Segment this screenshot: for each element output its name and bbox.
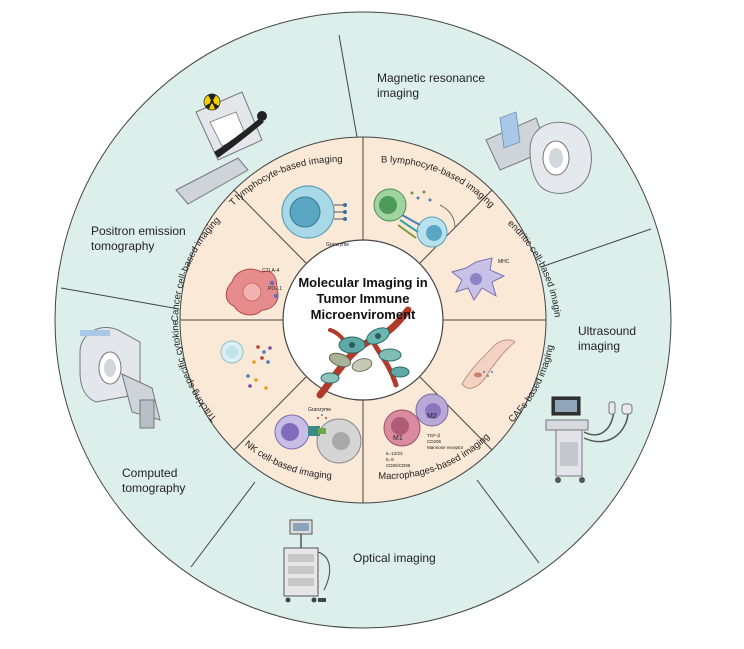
cancer-cell-icon <box>225 268 279 316</box>
m1-marker-3: CD80/CD86 <box>386 463 411 468</box>
ultrasound-machine-icon <box>545 396 633 483</box>
dendritic-cell-icon <box>450 257 506 301</box>
optical-label: Optical imaging <box>353 551 436 565</box>
mri-label-line1: Magnetic resonance <box>377 71 485 85</box>
outer-ring-dividers <box>60 34 652 568</box>
m2-marker-1: TGF-β <box>427 433 440 438</box>
tumor-microenvironment-icon <box>316 306 412 399</box>
m2-marker-2: CD206 <box>427 439 442 444</box>
nk-cell-icon <box>274 414 362 464</box>
granzyme-t-label: Granzyme <box>326 242 349 248</box>
macrophage-icon <box>383 393 449 447</box>
center-title-line3: Microenviroment <box>311 307 416 322</box>
center-title-line1: Molecular Imaging in <box>298 275 427 290</box>
ct-scanner-icon <box>79 327 161 429</box>
ctla4-label: CTLA-4 <box>262 268 279 274</box>
ultrasound-label-line2: imaging <box>578 339 620 353</box>
m1-marker-1: IL-12/23 <box>386 451 403 456</box>
t-lymphocyte-icon <box>281 185 347 239</box>
caf-cell-icon <box>461 339 516 389</box>
cytokine-icon <box>220 340 272 390</box>
pet-label-line1: Positron emission <box>91 224 186 238</box>
mhc-label: MHC <box>498 259 510 265</box>
ultrasound-label-line1: Ultrasound <box>578 324 636 338</box>
mri-label-line2: imaging <box>377 86 419 100</box>
ct-label-line2: tomography <box>122 481 185 495</box>
optical-imaging-cart-icon <box>283 519 331 603</box>
pet-label-line2: tomography <box>91 239 154 253</box>
pet-scanner-icon <box>175 91 267 205</box>
m1-label: M1 <box>393 435 403 442</box>
ct-label-line1: Computed <box>122 466 177 480</box>
granzyme-nk-label: Granzyme <box>308 407 331 413</box>
m2-label: M2 <box>427 413 437 420</box>
pdl1-label: PD-L1 <box>268 286 282 292</box>
mri-scanner-icon <box>485 111 592 194</box>
center-title-line2: Tumor Immune <box>317 291 410 306</box>
m2-marker-3: Mannose receptor <box>427 445 464 450</box>
b-lymphocyte-icon <box>373 188 456 248</box>
center-circle <box>282 239 444 401</box>
inner-ring-dividers <box>180 137 546 503</box>
m1-marker-2: IL-6 <box>386 457 394 462</box>
